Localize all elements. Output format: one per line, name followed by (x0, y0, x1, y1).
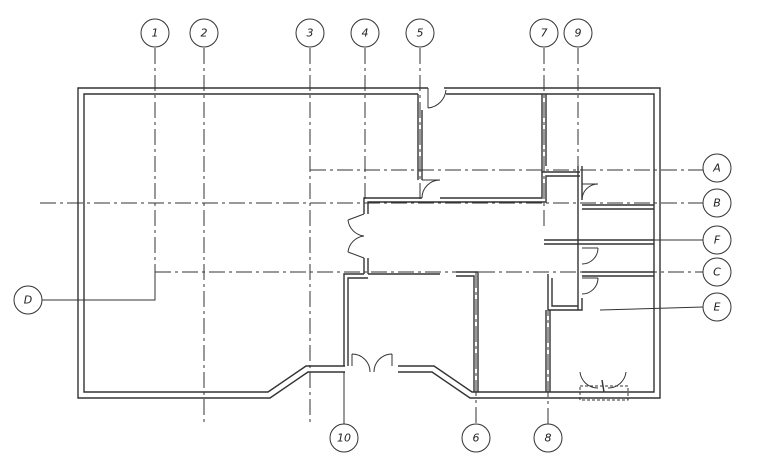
bubble-label-2: 2 (201, 27, 208, 40)
middle-room-left (343, 273, 364, 366)
door-small-1 (581, 183, 599, 201)
exterior-wall-inner (83, 93, 418, 393)
exterior-wall-outer (77, 87, 428, 399)
middle-room-left-2 (347, 277, 368, 366)
bubble-label-9: 9 (575, 27, 582, 40)
bubble-7: 7 (529, 18, 559, 48)
doors (347, 88, 599, 373)
fixture (579, 371, 629, 401)
bubble-label-c: C (713, 266, 721, 279)
bubble-d: D (13, 285, 43, 315)
bubble-label-8: 8 (545, 432, 552, 445)
corridor-wall-top (363, 197, 422, 214)
bubble-10: 10 (329, 423, 359, 453)
door-corridor-4b (347, 235, 365, 259)
door-room-5 (421, 179, 441, 199)
bubble-leaders (42, 239, 704, 424)
bubble-label-6: 6 (473, 432, 480, 445)
bubble-label-d: D (24, 294, 32, 307)
door-main-entry-left (351, 353, 371, 373)
door-top-entry (427, 88, 447, 109)
bubble-f: F (702, 225, 732, 255)
bubble-e: E (702, 292, 732, 322)
grid-lines (40, 48, 703, 425)
bubble-label-a: A (712, 162, 721, 175)
wall-small-4 (547, 274, 583, 311)
bubble-label-e: E (714, 301, 721, 314)
bubble-c: C (702, 257, 732, 287)
fixture-box (579, 385, 629, 401)
bubble-1: 1 (140, 18, 170, 48)
bubble-label-f: F (714, 234, 721, 247)
fixture-center (601, 379, 605, 393)
bubble-label-b: B (713, 197, 721, 210)
bubble-label-10: 10 (337, 432, 351, 445)
corridor-wall-top-inner (367, 201, 440, 214)
bubble-8: 8 (533, 423, 563, 453)
exterior-wall-inner-right (398, 93, 655, 393)
fixture-arc-left (579, 371, 599, 389)
door-corridor-4a (347, 213, 365, 237)
bubble-5: 5 (405, 18, 435, 48)
corridor-wall-room-bottom-inner (440, 175, 580, 203)
door-small-3 (581, 277, 599, 295)
leader-e (599, 306, 704, 311)
bubble-label-3: 3 (307, 27, 314, 40)
bubble-9: 9 (563, 18, 593, 48)
bubble-label-7: 7 (541, 27, 548, 40)
bubble-2: 2 (189, 18, 219, 48)
middle-room-right (456, 271, 479, 392)
bubble-label-5: 5 (417, 27, 424, 40)
grid-bubbles: 1 2 3 4 5 7 9 10 (13, 18, 732, 453)
corridor-wall-room-bottom (440, 171, 580, 199)
bubble-3: 3 (295, 18, 325, 48)
fixture-arc-right (607, 371, 627, 389)
door-main-entry-right (373, 353, 393, 373)
walls (77, 87, 661, 399)
wall-small-4b (551, 278, 578, 307)
bubble-b: B (702, 188, 732, 218)
bubble-a: A (702, 153, 732, 183)
middle-room-right-2 (456, 275, 475, 392)
bubble-6: 6 (461, 423, 491, 453)
bubble-4: 4 (350, 18, 380, 48)
leader-d (42, 272, 156, 301)
exterior-wall-outer-right (398, 87, 661, 399)
bubble-label-1: 1 (152, 27, 159, 40)
door-small-2 (581, 247, 599, 265)
bubble-label-4: 4 (362, 27, 369, 40)
